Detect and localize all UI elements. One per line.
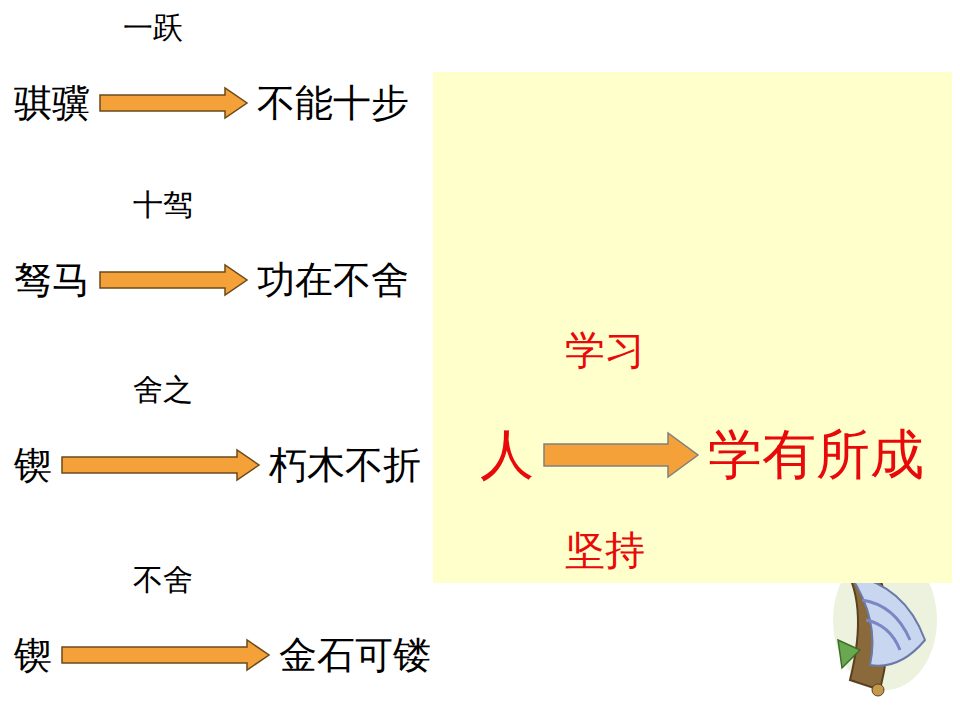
text-node: 金石可镂 xyxy=(277,634,433,676)
text-node: 骐骥 xyxy=(12,82,92,124)
node-text: 功在不舍 xyxy=(257,261,409,299)
node-text: 金石可镂 xyxy=(279,636,431,674)
block-arrow xyxy=(62,450,259,480)
node-text: 朽木不折 xyxy=(269,446,421,484)
text-node: 学有所成 xyxy=(706,426,926,484)
text-node: 人 xyxy=(478,426,536,484)
block-arrow xyxy=(62,640,269,670)
node-text: 锲 xyxy=(14,446,52,484)
highlight-panel: 学习坚持 人 学有所成 xyxy=(433,72,952,583)
block-arrow xyxy=(544,433,698,477)
block-arrow xyxy=(100,265,247,295)
text-node: 朽木不折 xyxy=(267,444,423,486)
node-text: 骐骥 xyxy=(14,84,90,122)
text-node: 锲 xyxy=(12,634,54,676)
arrow-label: 一跃 xyxy=(123,13,183,43)
node-text: 学有所成 xyxy=(708,428,924,482)
node-text: 驽马 xyxy=(14,261,90,299)
arrow-label: 十驾 xyxy=(133,190,193,220)
text-node: 驽马 xyxy=(12,259,92,301)
text-node: 功在不舍 xyxy=(255,259,411,301)
arrow-label: 不舍 xyxy=(133,565,193,595)
panel-text: 学习 xyxy=(565,330,645,370)
text-node: 锲 xyxy=(12,444,54,486)
node-text: 不能十步 xyxy=(257,84,409,122)
block-arrow xyxy=(100,88,247,118)
node-text: 人 xyxy=(480,428,534,482)
panel-text: 坚持 xyxy=(565,530,645,570)
panel-fill xyxy=(433,72,952,583)
text-node: 不能十步 xyxy=(255,82,411,124)
arrow-label: 舍之 xyxy=(133,375,193,405)
node-text: 锲 xyxy=(14,636,52,674)
